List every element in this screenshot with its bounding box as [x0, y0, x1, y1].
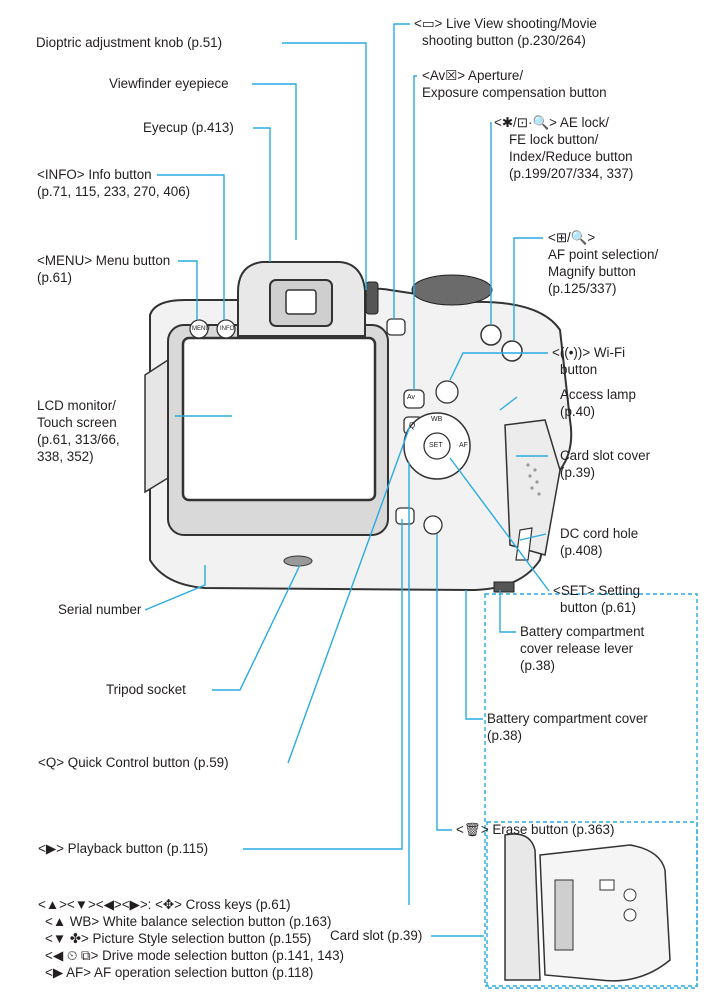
lcd-monitor-screen: [181, 336, 377, 502]
label-cardcover-2: (p.39): [560, 465, 595, 480]
label-eyecup: Eyecup (p.413): [143, 120, 234, 135]
label-wifi-1: <((•))> Wi-Fi: [552, 345, 626, 360]
label-access-1: Access lamp: [560, 387, 636, 402]
label-menu-1: <MENU> Menu button: [37, 253, 171, 268]
label-cardcover-1: Card slot cover: [560, 448, 651, 463]
label-afpoint-3: Magnify button: [548, 264, 636, 279]
label-menu-2: (p.61): [37, 270, 72, 285]
label-cross-5: <▶ AF> AF operation selection button (p.…: [45, 965, 314, 980]
label-erase: <🗑> Erase button (p.363): [456, 822, 615, 837]
info-button-shape: [216, 319, 236, 339]
card-slot-inset: [486, 821, 698, 989]
label-afpoint-1: <⊞/🔍>: [548, 230, 596, 245]
liveview-button-shape: [386, 318, 406, 336]
label-serial: Serial number: [58, 602, 142, 617]
label-dccord-1: DC cord hole: [560, 526, 639, 541]
label-viewfinder: Viewfinder eyepiece: [109, 76, 229, 91]
label-release-1: Battery compartment: [520, 624, 645, 639]
label-aelock-1: <✱/⊡·🔍> AE lock/: [494, 115, 610, 130]
label-cross-1: <▲><▼><◀><▶>: <✥> Cross keys (p.61): [38, 897, 291, 912]
info-mark: INFO: [220, 326, 235, 332]
label-cross-3: <▼ ✤> Picture Style selection button (p.…: [45, 931, 312, 946]
label-tripod: Tripod socket: [106, 682, 186, 697]
label-cross-2: <▲ WB> White balance selection button (p…: [45, 914, 332, 929]
inset-dashed-box: [484, 593, 698, 987]
top-dial: [411, 274, 493, 306]
label-access-2: (p.40): [560, 404, 595, 419]
label-batcover-2: (p.38): [487, 728, 522, 743]
av-mark: Av: [407, 394, 416, 401]
label-aelock-3: Index/Reduce button: [509, 149, 633, 164]
label-release-2: cover release lever: [520, 641, 634, 656]
label-liveview-2: shooting button (p.230/264): [422, 33, 586, 48]
set-mark: SET: [429, 442, 443, 449]
label-wifi-2: button: [560, 362, 598, 377]
label-info-1: <INFO> Info button: [37, 167, 152, 182]
label-setting-2: button (p.61): [560, 600, 636, 615]
menu-button-shape: [189, 319, 209, 339]
label-aperture-1: <Av☒> Aperture/: [422, 68, 524, 83]
label-lcd-4: 338, 352): [37, 449, 94, 464]
label-batcover-1: Battery compartment cover: [487, 711, 648, 726]
label-aelock-4: (p.199/207/334, 337): [509, 166, 634, 181]
label-dioptric: Dioptric adjustment knob (p.51): [36, 35, 223, 50]
label-playback: <▶> Playback button (p.115): [38, 841, 209, 856]
af-point-button-shape: [501, 340, 523, 362]
battery-release-lever-shape: [493, 581, 515, 593]
erase-button-shape: [423, 515, 443, 535]
label-quick: <Q> Quick Control button (p.59): [38, 755, 229, 770]
label-cross-4: <◀ ⏲ ⧉> Drive mode selection button (p.1…: [45, 948, 345, 963]
label-afpoint-4: (p.125/337): [548, 281, 617, 296]
q-mark: Q: [409, 421, 416, 430]
label-lcd-3: (p.61, 313/66,: [37, 432, 120, 447]
wifi-button-shape: [435, 380, 459, 404]
label-info-2: (p.71, 115, 233, 270, 406): [37, 184, 191, 199]
label-aelock-2: FE lock button/: [509, 132, 599, 147]
label-lcd-2: Touch screen: [37, 415, 117, 430]
menu-mark: MENU: [192, 326, 210, 332]
label-aperture-2: Exposure compensation button: [422, 85, 607, 100]
label-card-slot: Card slot (p.39): [330, 928, 423, 943]
tripod-socket-shape: [283, 555, 313, 567]
label-dccord-2: (p.408): [560, 543, 603, 558]
label-setting-1: <SET> Setting: [553, 583, 641, 598]
wb-mark: WB: [431, 416, 443, 423]
label-lcd-1: LCD monitor/: [37, 398, 116, 413]
set-button-shape: [423, 432, 451, 460]
dioptric-knob: [365, 281, 379, 315]
label-liveview-1: <▭> Live View shooting/Movie: [414, 16, 597, 31]
label-release-3: (p.38): [520, 658, 555, 673]
label-afpoint-2: AF point selection/: [548, 247, 659, 262]
af-mark: AF: [459, 442, 468, 449]
